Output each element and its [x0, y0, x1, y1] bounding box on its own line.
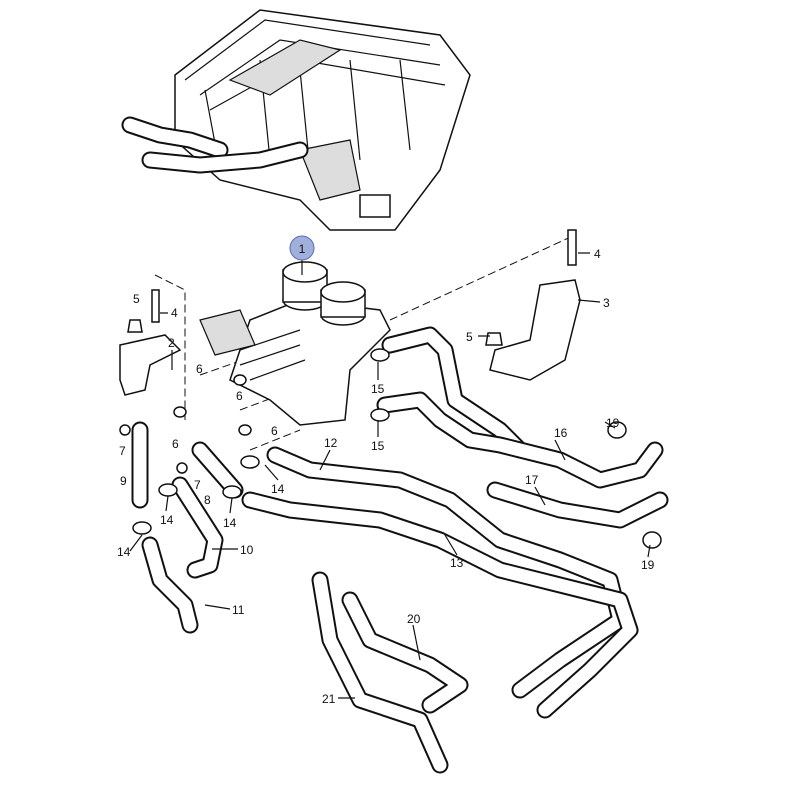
callout-11[interactable]: 11 [232, 603, 245, 617]
callout-5[interactable]: 5 [466, 330, 473, 344]
bracket-right [485, 229, 581, 381]
callout-13[interactable]: 13 [450, 556, 464, 570]
callout-8[interactable]: 8 [204, 493, 211, 507]
callout-19[interactable]: 19 [606, 416, 620, 430]
callout-10[interactable]: 10 [240, 543, 254, 557]
callout-9[interactable]: 9 [120, 474, 127, 488]
coolant-hoses [131, 326, 669, 774]
callout-14[interactable]: 14 [117, 545, 131, 559]
callout-6[interactable]: 6 [172, 437, 179, 451]
selected-part-highlight [289, 235, 315, 261]
bracket-left [119, 289, 182, 396]
callout-6[interactable]: 6 [196, 362, 203, 376]
callout-14[interactable]: 14 [223, 516, 237, 530]
hose-clamps [119, 348, 662, 549]
callout-5[interactable]: 5 [133, 292, 140, 306]
callout-16[interactable]: 16 [554, 426, 568, 440]
callout-4[interactable]: 4 [594, 247, 601, 261]
callout-15[interactable]: 15 [371, 382, 385, 396]
callout-15[interactable]: 15 [371, 439, 385, 453]
callout-20[interactable]: 20 [407, 612, 421, 626]
callout-7[interactable]: 7 [194, 478, 201, 492]
callout-1[interactable]: 1 [299, 242, 306, 256]
callout-4[interactable]: 4 [171, 306, 178, 320]
callout-12[interactable]: 12 [324, 436, 338, 450]
callout-17[interactable]: 17 [525, 473, 539, 487]
callout-labels: 1 4 3 5 4 5 2 6 6 6 6 7 7 8 9 10 11 12 1… [117, 242, 655, 706]
callout-14[interactable]: 14 [271, 482, 285, 496]
heater-box-assembly [121, 9, 471, 231]
callout-19[interactable]: 19 [641, 558, 655, 572]
callout-7[interactable]: 7 [119, 444, 126, 458]
callout-3[interactable]: 3 [603, 296, 610, 310]
callout-6[interactable]: 6 [236, 389, 243, 403]
callout-2[interactable]: 2 [168, 336, 175, 350]
heater-control-valve [199, 261, 391, 426]
callout-14[interactable]: 14 [160, 513, 174, 527]
leader-lines [129, 252, 651, 699]
callout-21[interactable]: 21 [322, 692, 336, 706]
callout-6[interactable]: 6 [271, 424, 278, 438]
